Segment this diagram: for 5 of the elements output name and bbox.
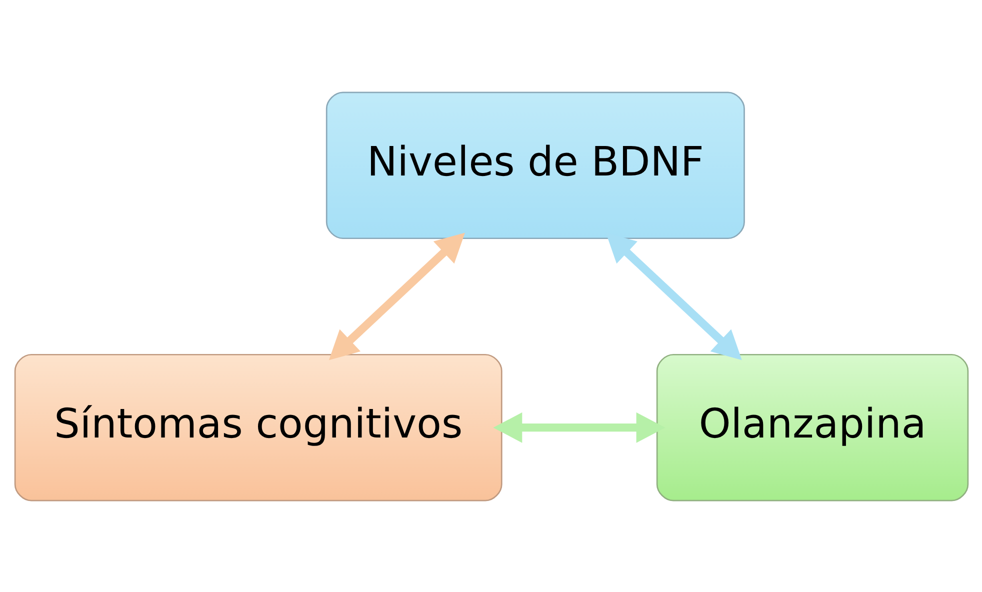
arrow [492, 412, 665, 442]
node-box: Olanzapina [656, 353, 968, 501]
node-box: Síntomas cognitivos [14, 353, 502, 501]
arrow [328, 232, 464, 360]
node-box: Niveles de BDNF [325, 91, 744, 239]
